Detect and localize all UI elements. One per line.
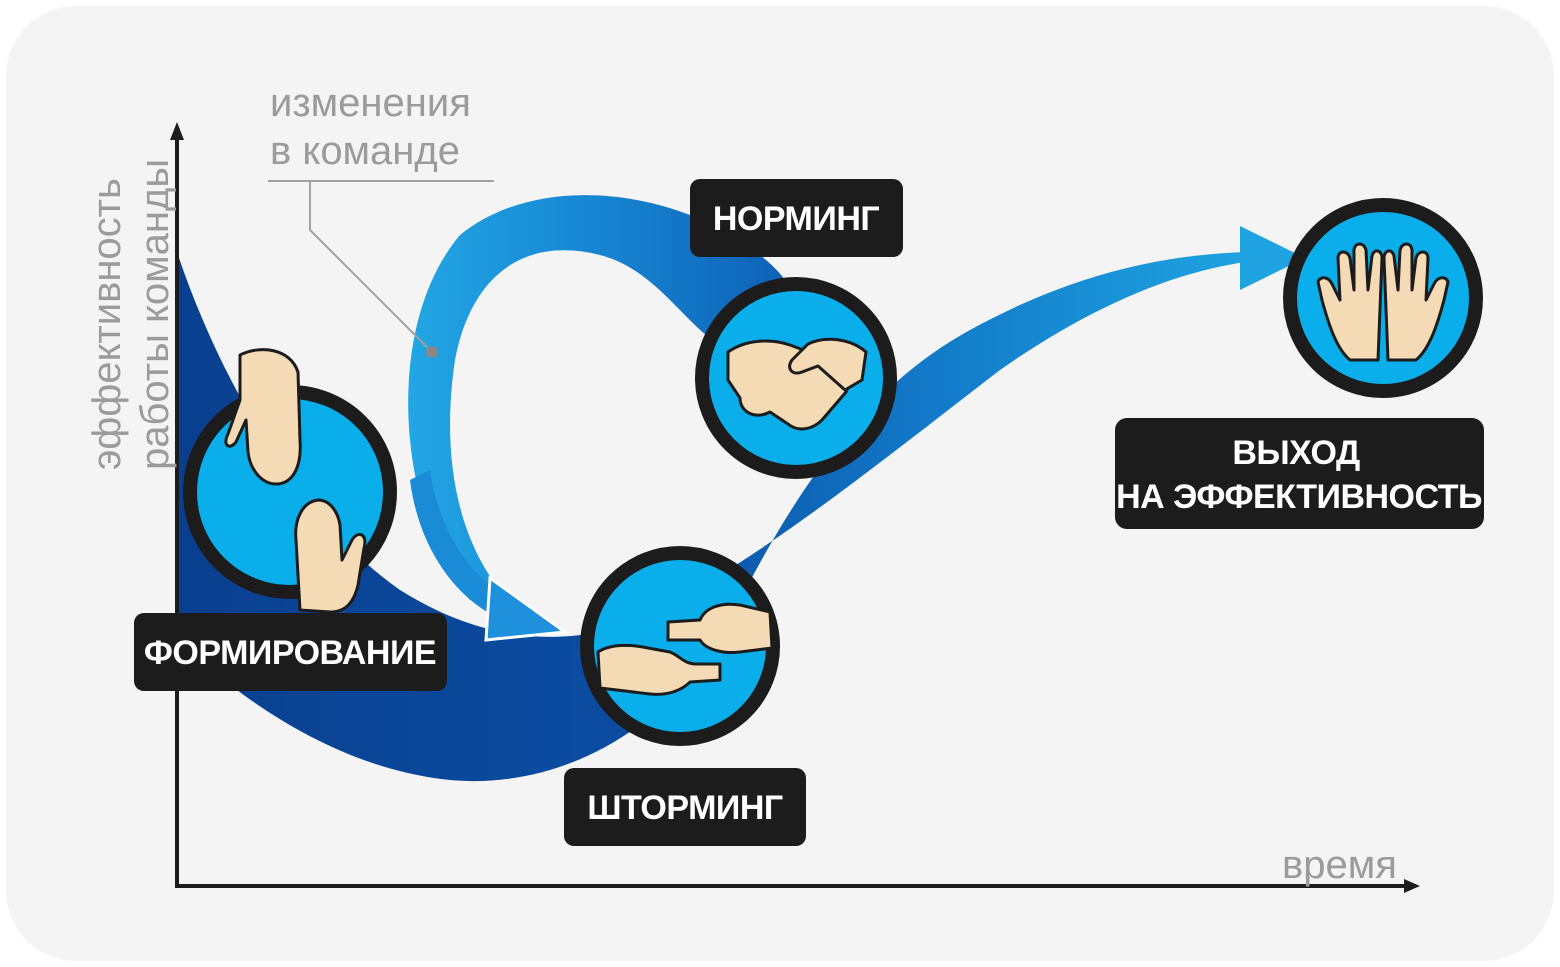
main-curve-arrowhead	[1240, 226, 1305, 290]
performing-label-line1: ВЫХОД	[1232, 434, 1360, 472]
open-hands-icon	[1316, 242, 1450, 362]
performing-label-bg	[1115, 418, 1484, 529]
annotation-line2: в команде	[270, 129, 460, 173]
annotation-line1: изменения	[270, 81, 471, 125]
y-axis-label-line1: эффективность	[85, 178, 129, 470]
x-axis-arrow	[1404, 879, 1420, 893]
performing-stage: ВЫХОД НА ЭФФЕКТИВНОСТЬ	[1115, 198, 1484, 529]
change-loop	[408, 195, 800, 600]
y-axis-label-line2: работы команды	[133, 159, 177, 470]
storming-label-bg	[564, 768, 806, 846]
norming-stage: НОРМИНГ	[690, 179, 903, 479]
annotation-dot	[426, 346, 438, 358]
performing-label-line2: НА ЭФФЕКТИВНОСТЬ	[1116, 478, 1482, 516]
annotation-leader	[309, 181, 433, 353]
x-axis-label: время	[1282, 843, 1397, 887]
forming-label: ФОРМИРОВАНИЕ	[144, 634, 436, 672]
storming-stage: ШТОРМИНГ	[564, 546, 806, 846]
forming-label-bg	[134, 613, 447, 691]
norming-label: НОРМИНГ	[713, 200, 880, 238]
y-axis-arrow	[170, 122, 184, 140]
hands-reaching-icon	[224, 348, 367, 614]
forming-stage: ФОРМИРОВАНИЕ	[134, 348, 447, 691]
storming-label: ШТОРМИНГ	[587, 789, 783, 827]
performing-circle	[1283, 198, 1483, 398]
fists-bumping-icon	[596, 602, 774, 696]
loop-arm	[410, 470, 520, 625]
norming-label-bg	[690, 179, 903, 257]
handshake-icon	[726, 337, 868, 431]
loop-inner	[470, 289, 686, 580]
loop-arrowhead	[484, 575, 570, 642]
